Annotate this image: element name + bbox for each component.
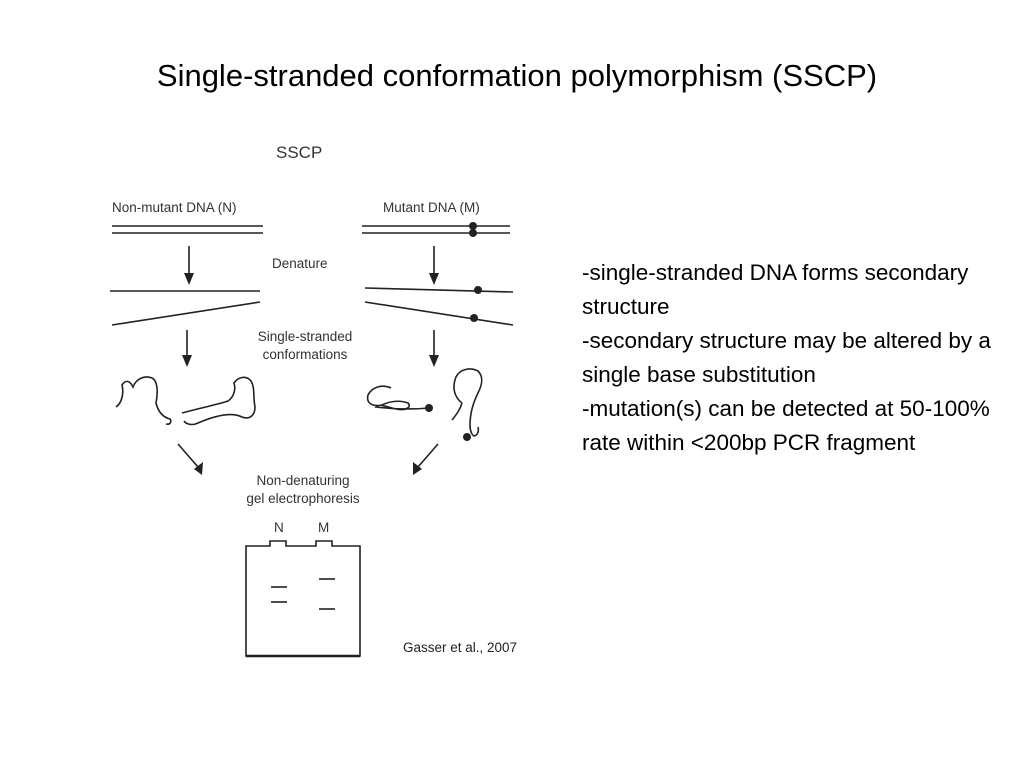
mutant-ssdna-2: [364, 301, 514, 326]
bullet-item: -secondary structure may be altered by a…: [582, 328, 991, 387]
sscp-diagram: [110, 222, 514, 658]
gel-label-line1: Non-denaturing: [256, 473, 350, 488]
conformation-arrowhead-right: [429, 355, 439, 367]
lane-n-label: N: [274, 520, 284, 535]
lane-m-label: M: [318, 520, 330, 535]
mutant-ssdna-1: [364, 287, 514, 293]
denature-arrowhead-right: [429, 273, 439, 285]
denature-label: Denature: [272, 256, 328, 271]
conformations-label-line1: Single-stranded: [257, 329, 353, 344]
bullet-item: -single-stranded DNA forms secondary str…: [582, 260, 969, 319]
nonmutant-label: Non-mutant DNA (N): [112, 200, 237, 215]
gel-arrowhead-right: [413, 462, 422, 475]
mutant-label: Mutant DNA (M): [383, 200, 480, 215]
figure-heading: SSCP: [276, 143, 323, 162]
conformations-label: Single-stranded conformations: [240, 328, 370, 364]
conformation-arrowhead-left: [182, 355, 192, 367]
mutant-conformation-1: [366, 385, 430, 411]
nonmutant-conformation-2: [181, 376, 256, 426]
mutation-dot-ds-bottom: [469, 229, 477, 237]
mutation-dot-ds-top: [469, 222, 477, 230]
conformations-label-line2: conformations: [262, 347, 348, 362]
gel-box: [245, 540, 361, 657]
gel-arrow-left: [177, 443, 199, 468]
citation: Gasser et al., 2007: [403, 640, 518, 655]
mutation-dot-ss-2: [470, 314, 478, 322]
bullet-list: -single-stranded DNA forms secondary str…: [582, 256, 1002, 460]
gel-label-line2: gel electrophoresis: [246, 491, 360, 506]
gel-arrow-right: [417, 443, 439, 468]
slide-title: Single-stranded conformation polymorphis…: [156, 58, 878, 93]
mutant-conformation-2: [451, 368, 483, 437]
gel-label: Non-denaturing gel electrophoresis: [228, 472, 378, 508]
mutation-dot-conf-2: [463, 433, 471, 441]
sscp-figure: SSCP Non-mutant DNA (N) Mutant DNA (M) D…: [100, 135, 550, 665]
bullet-item: -mutation(s) can be detected at 50-100% …: [582, 396, 990, 455]
denature-arrowhead-left: [184, 273, 194, 285]
gel-arrowhead-left: [194, 462, 203, 475]
nonmutant-ssdna-2: [111, 301, 261, 326]
mutation-dot-ss-1: [474, 286, 482, 294]
mutation-dot-conf-1: [425, 404, 433, 412]
nonmutant-conformation-1: [115, 376, 172, 425]
